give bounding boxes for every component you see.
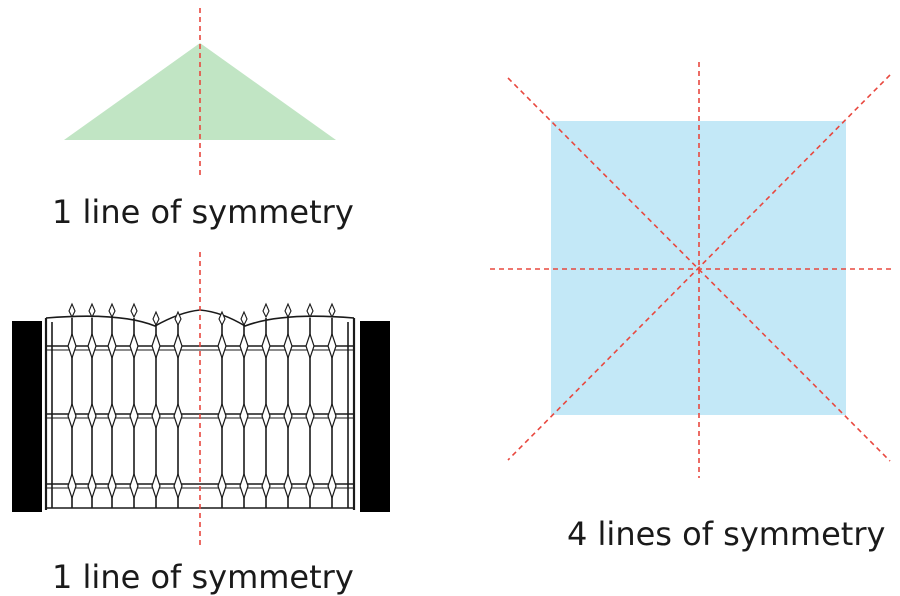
square-diagonal-symmetry-line-1: [507, 77, 891, 462]
gate-spike-6: [174, 310, 182, 327]
square-figure: [490, 62, 895, 478]
gate-diamond-12-1: [327, 332, 337, 360]
gate-diamond-11-1: [305, 332, 315, 360]
square-caption: 4 lines of symmetry: [567, 515, 886, 553]
gate-diamond-10-3: [283, 472, 293, 500]
gate-diamond-10-2: [283, 402, 293, 430]
gate-diamond-8-1: [239, 332, 249, 360]
gate-spike-11: [306, 302, 314, 319]
gate-diamond-9-3: [261, 472, 271, 500]
triangle-caption: 1 line of symmetry: [52, 193, 354, 231]
gate-diamond-7-2: [217, 402, 227, 430]
gate-diamond-3-3: [107, 472, 117, 500]
gate-figure: [12, 252, 390, 545]
gate-spike-12: [328, 302, 336, 319]
gate-diamond-6-3: [173, 472, 183, 500]
gate-diamond-2-1: [87, 332, 97, 360]
gate-diamond-4-3: [129, 472, 139, 500]
gate-diamond-5-3: [151, 472, 161, 500]
gate-diamond-12-3: [327, 472, 337, 500]
gate-diamond-11-3: [305, 472, 315, 500]
gate-diamond-4-1: [129, 332, 139, 360]
gate-diamond-1-1: [67, 332, 77, 360]
gate-diamond-1-2: [67, 402, 77, 430]
gate-diamond-2-3: [87, 472, 97, 500]
gate-caption: 1 line of symmetry: [52, 558, 354, 596]
gate-spike-4: [130, 302, 138, 319]
gate-right-post: [360, 321, 390, 512]
gate-diamond-6-1: [173, 332, 183, 360]
gate-spike-10: [284, 302, 292, 319]
gate-spike-5: [152, 310, 160, 327]
gate-diamond-7-1: [217, 332, 227, 360]
gate-diamond-1-3: [67, 472, 77, 500]
square-diagonal-symmetry-line-2: [507, 74, 891, 461]
gate-left-post: [12, 321, 42, 512]
gate-diamond-3-1: [107, 332, 117, 360]
gate-diamond-12-2: [327, 402, 337, 430]
gate-diamond-8-3: [239, 472, 249, 500]
gate-diamond-9-2: [261, 402, 271, 430]
gate-spike-1: [68, 302, 76, 319]
gate-spike-8: [240, 310, 248, 327]
gate-diamond-10-1: [283, 332, 293, 360]
gate-diamond-2-2: [87, 402, 97, 430]
gate-spike-7: [218, 310, 226, 327]
gate-diamond-5-2: [151, 402, 161, 430]
gate-diamond-9-1: [261, 332, 271, 360]
gate-diamond-6-2: [173, 402, 183, 430]
gate-diamond-5-1: [151, 332, 161, 360]
gate-diamond-4-2: [129, 402, 139, 430]
gate-diamond-8-2: [239, 402, 249, 430]
gate-diamond-7-3: [217, 472, 227, 500]
triangle-figure: [64, 8, 336, 178]
gate-spike-2: [88, 302, 96, 319]
gate-spike-9: [262, 302, 270, 319]
gate-diamond-3-2: [107, 402, 117, 430]
gate-spike-3: [108, 302, 116, 319]
gate-diamond-11-2: [305, 402, 315, 430]
